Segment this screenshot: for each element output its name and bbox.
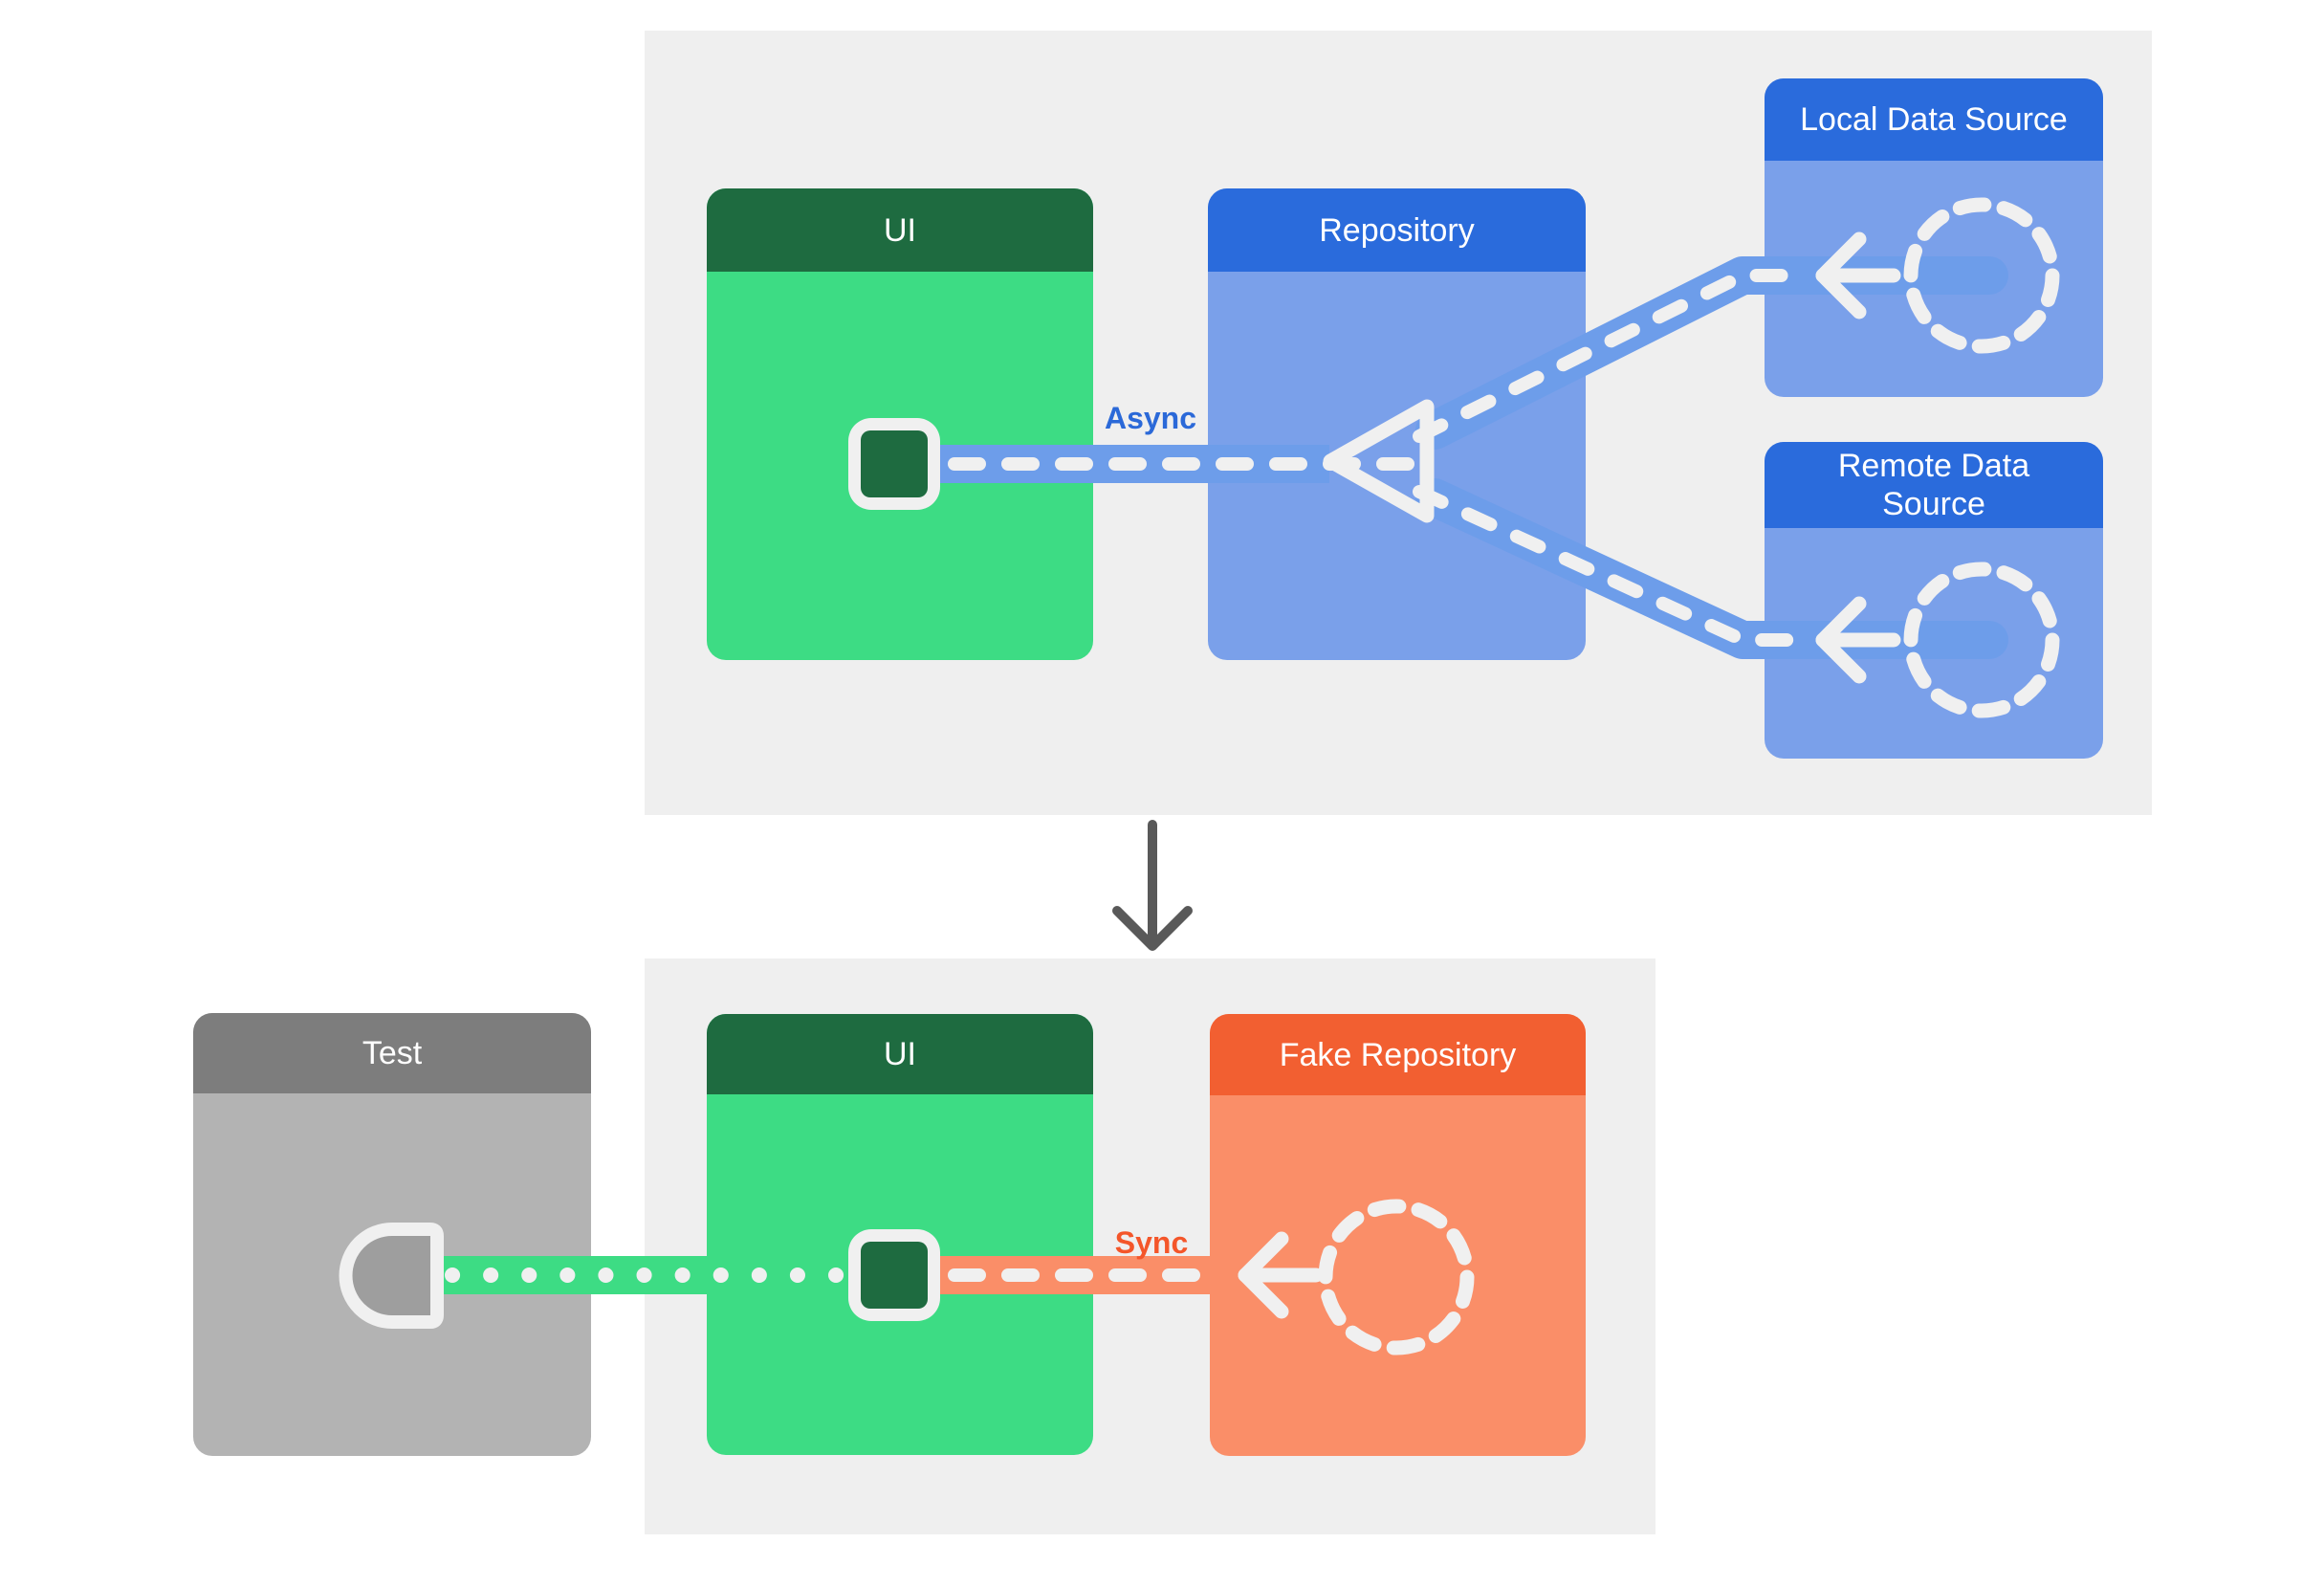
sync-edge-label: Sync <box>1114 1225 1189 1260</box>
box-test: Test <box>193 1013 591 1456</box>
box-repository: Repository <box>1208 188 1586 660</box>
box-fake-repository-title: Fake Repository <box>1279 1036 1517 1073</box>
box-ui-bottom-header: UI <box>707 1014 1093 1094</box>
box-test-title: Test <box>362 1035 423 1071</box>
box-repository-header: Repository <box>1208 188 1586 272</box>
async-edge-label: Async <box>1104 401 1197 435</box>
box-remote-data-source-title: Remote Data Source <box>1837 448 2030 522</box>
box-repository-title: Repository <box>1319 211 1475 249</box>
down-arrow-icon <box>1112 820 1193 951</box>
box-ui-bottom-title: UI <box>884 1036 916 1072</box>
box-local-data-source-title: Local Data Source <box>1800 101 2068 138</box>
box-ui-bottom: UI <box>707 1014 1093 1455</box>
box-ui-top-header: UI <box>707 188 1093 272</box>
box-ui-top-title: UI <box>884 211 916 249</box>
box-ui-top: UI <box>707 188 1093 660</box>
box-local-data-source-header: Local Data Source <box>1765 78 2103 161</box>
box-remote-data-source-header: Remote Data Source <box>1765 442 2103 528</box>
box-local-data-source: Local Data Source <box>1765 78 2103 397</box>
box-fake-repository: Fake Repository <box>1210 1014 1586 1456</box>
box-fake-repository-header: Fake Repository <box>1210 1014 1586 1095</box>
box-remote-data-source: Remote Data Source <box>1765 442 2103 759</box>
box-test-header: Test <box>193 1013 591 1093</box>
